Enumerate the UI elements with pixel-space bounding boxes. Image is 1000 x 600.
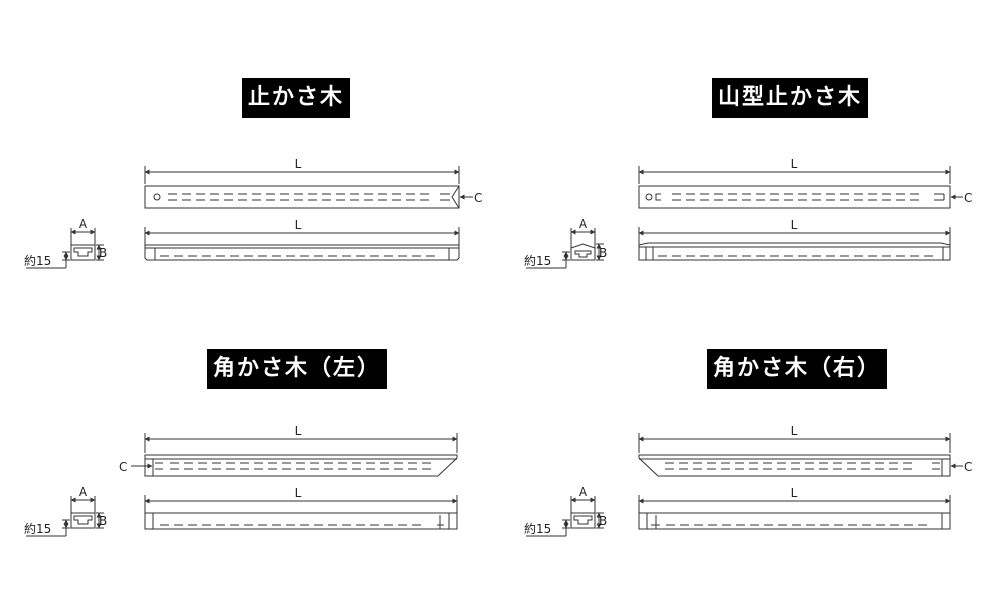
- top-view-bar: [638, 185, 951, 209]
- label-A-1: A: [79, 217, 88, 231]
- label-L-side-3: L: [295, 486, 302, 500]
- top-view-bar: [144, 185, 460, 209]
- label-L-side-1: L: [295, 218, 302, 232]
- label-L-top-4: L: [791, 424, 798, 438]
- label-C-1: C: [474, 191, 482, 205]
- label-A-3: A: [79, 485, 88, 499]
- cross-section-icon: [70, 512, 96, 529]
- title-yamagata-tomekasagi: 山型止かさ木: [712, 78, 869, 118]
- title-kakukasagi-left: 角かさ木（左）: [207, 349, 388, 389]
- label-L-top-1: L: [295, 157, 302, 171]
- label-B-2: B: [599, 246, 607, 260]
- panel-kakukasagi-right: [526, 433, 963, 537]
- nail-hole-icon: [153, 193, 161, 201]
- label-approx-3: 約15: [24, 521, 51, 536]
- side-view-bar: [144, 512, 458, 530]
- title-kakukasagi-right: 角かさ木（右）: [707, 349, 888, 389]
- top-view-bar: [638, 454, 951, 477]
- side-view-bar: [144, 244, 460, 261]
- panel-kakukasagi-left: [26, 433, 458, 537]
- hidden-slot-lines: [170, 462, 431, 470]
- cross-section-icon: [70, 244, 96, 261]
- label-C-3: C: [119, 460, 127, 474]
- panel-tomekasagi: [26, 166, 473, 269]
- label-B-4: B: [599, 514, 607, 528]
- nail-hole-icon: [645, 193, 653, 201]
- label-A-2: A: [579, 217, 588, 231]
- label-C-2: C: [964, 191, 972, 205]
- label-B-1: B: [99, 246, 107, 260]
- panel-yamagata-tomekasagi: [526, 166, 963, 269]
- cross-section-icon: [570, 512, 596, 529]
- side-view-bar: [638, 242, 951, 261]
- label-B-3: B: [99, 514, 107, 528]
- hidden-slot-lines: [665, 462, 912, 470]
- label-L-top-2: L: [791, 157, 798, 171]
- hidden-slot-lines: [168, 193, 429, 201]
- hidden-slot-lines: [672, 193, 919, 201]
- label-approx-4: 約15: [524, 521, 551, 536]
- label-approx-1: 約15: [24, 253, 51, 268]
- label-C-4: C: [964, 460, 972, 474]
- side-view-bar: [638, 512, 951, 530]
- label-L-top-3: L: [295, 424, 302, 438]
- top-view-bar: [144, 454, 458, 477]
- label-L-side-4: L: [791, 486, 798, 500]
- label-L-side-2: L: [791, 218, 798, 232]
- label-A-4: A: [579, 485, 588, 499]
- label-approx-2: 約15: [524, 253, 551, 268]
- cross-section-icon: [570, 243, 596, 261]
- title-tomekasagi: 止かさ木: [242, 78, 351, 118]
